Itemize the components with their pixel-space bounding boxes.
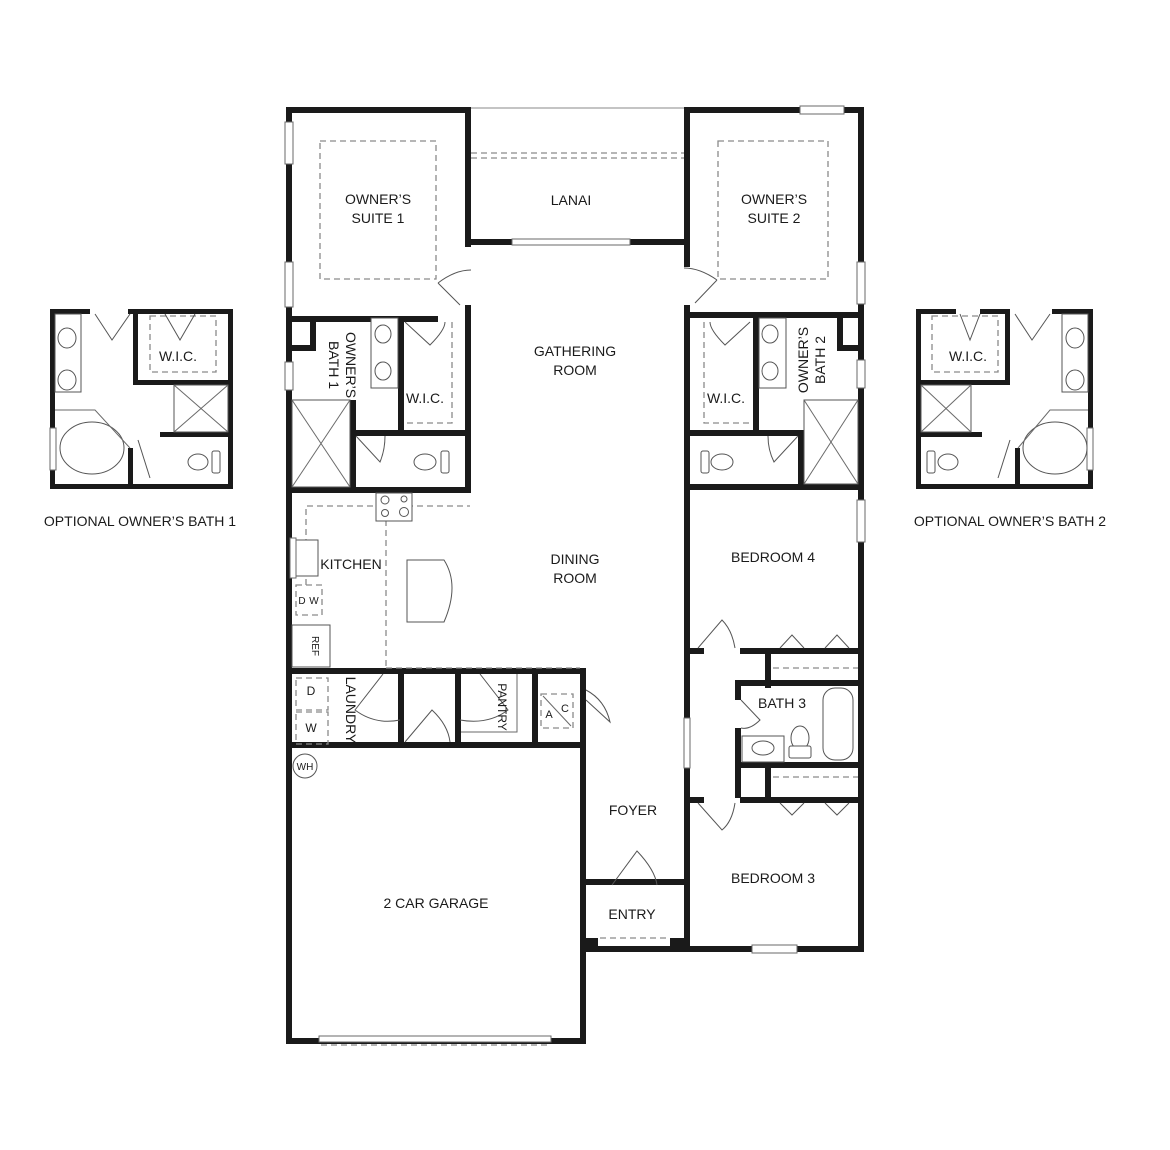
foyer-label: FOYER xyxy=(609,802,657,818)
svg-text:BATH 1: BATH 1 xyxy=(326,341,342,389)
optional-bath-1-wic-label: W.I.C. xyxy=(159,348,197,364)
room-labels: OWNER’S SUITE 1 LANAI OWNER’S SUITE 2 GA… xyxy=(320,191,828,922)
dining-room-label: DINING xyxy=(551,551,600,567)
optional-bath-2-wic-label: W.I.C. xyxy=(949,348,987,364)
svg-text:OWNER’S: OWNER’S xyxy=(741,191,807,207)
pantry-label: PANTRY xyxy=(495,683,509,731)
svg-text:DINING: DINING xyxy=(551,551,600,567)
lanai-label: LANAI xyxy=(551,192,591,208)
windows xyxy=(284,105,866,1046)
optional-owners-bath-2: W.I.C. OPTIONAL OWNER’S BATH 2 xyxy=(914,309,1106,529)
gathering-room-label: GATHERING xyxy=(534,343,616,359)
svg-text:SUITE 2: SUITE 2 xyxy=(748,210,801,226)
optional-bath-1-caption: OPTIONAL OWNER’S BATH 1 xyxy=(44,513,236,529)
fixtures xyxy=(289,317,859,779)
optional-owners-bath-1: W.I.C. OPTIONAL OWNER’S BATH 1 xyxy=(44,309,236,529)
owners-bath-2-label: OWNER’S xyxy=(795,327,811,393)
fixture-labels: D W REF D W A C WH xyxy=(297,596,569,773)
garage-label: 2 CAR GARAGE xyxy=(383,895,488,911)
dishwasher-w-label: W xyxy=(309,596,319,607)
optional-bath-2-caption: OPTIONAL OWNER’S BATH 2 xyxy=(914,513,1106,529)
dishwasher-d-label: D xyxy=(298,596,305,607)
svg-text:BATH 2: BATH 2 xyxy=(812,336,828,384)
water-heater-label: WH xyxy=(297,762,314,773)
kitchen-label: KITCHEN xyxy=(320,556,381,572)
wic-2-label: W.I.C. xyxy=(707,390,745,406)
wic-1-label: W.I.C. xyxy=(406,390,444,406)
refrigerator-label: REF xyxy=(309,636,320,656)
owners-suite-1-label: OWNER’S xyxy=(345,191,411,207)
doors xyxy=(354,267,850,886)
dryer-label: D xyxy=(307,684,316,698)
bedroom-3-label: BEDROOM 3 xyxy=(731,870,815,886)
ac-a-label: A xyxy=(545,709,553,721)
svg-text:SUITE 1: SUITE 1 xyxy=(352,210,405,226)
svg-text:ROOM: ROOM xyxy=(553,570,597,586)
svg-text:OWNER’S: OWNER’S xyxy=(345,191,411,207)
svg-text:ROOM: ROOM xyxy=(553,362,597,378)
laundry-label: LAUNDRY xyxy=(343,677,359,744)
bedroom-4-label: BEDROOM 4 xyxy=(731,549,815,565)
dashed-outlines xyxy=(295,140,858,778)
owners-bath-1-label: OWNER’S xyxy=(343,332,359,398)
washer-label: W xyxy=(305,721,317,735)
svg-text:GATHERING: GATHERING xyxy=(534,343,616,359)
bath-3-label: BATH 3 xyxy=(758,695,806,711)
ac-c-label: C xyxy=(561,703,569,715)
owners-suite-2-label: OWNER’S xyxy=(741,191,807,207)
entry-label: ENTRY xyxy=(608,906,656,922)
